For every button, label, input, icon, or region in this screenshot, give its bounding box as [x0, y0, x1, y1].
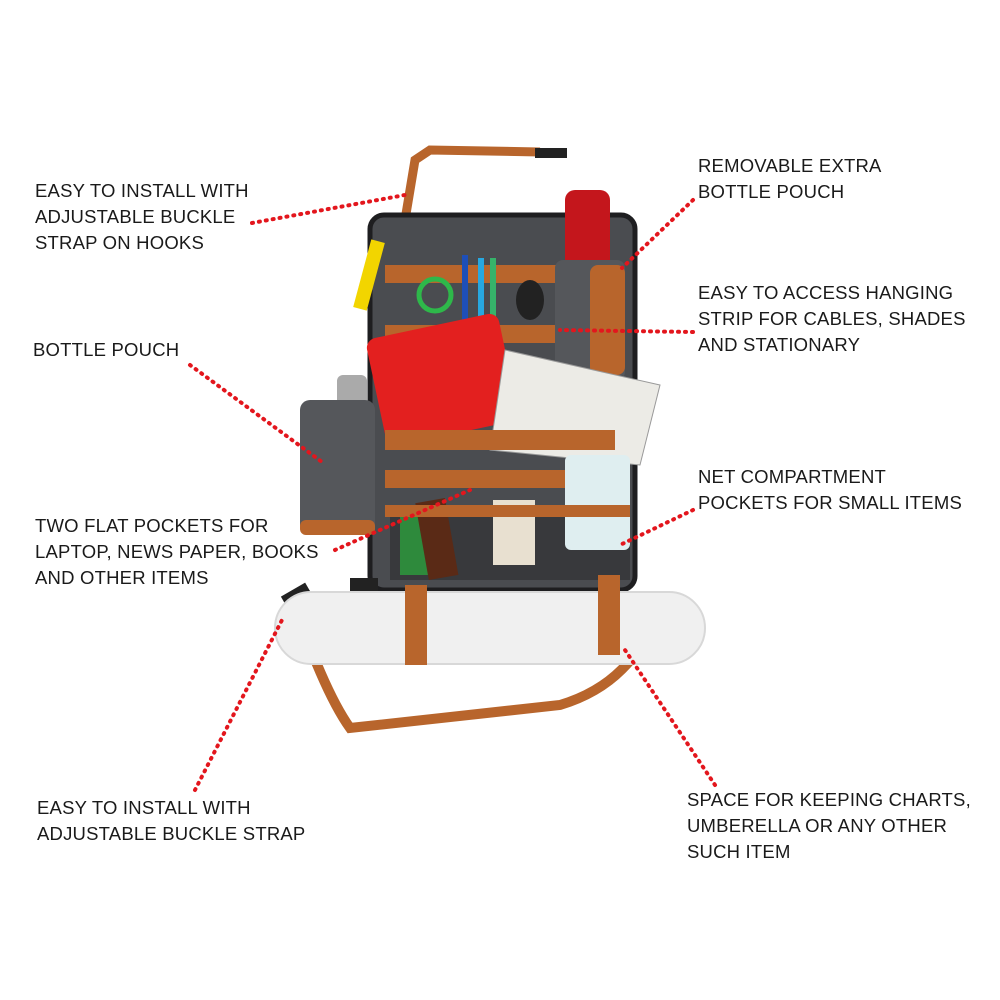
net-pocket-trim: [385, 505, 630, 517]
pouch-leather: [590, 265, 625, 375]
callout-line: BOTTLE POUCH: [33, 339, 180, 360]
pointer-line: [250, 193, 407, 225]
callout-line: SUCH ITEM: [687, 841, 791, 862]
callout-buckle-strap: EASY TO INSTALL WITH ADJUSTABLE BUCKLE S…: [37, 795, 305, 847]
callout-extra-bottle-pouch: REMOVABLE EXTRA BOTTLE POUCH: [698, 153, 882, 205]
flat-pocket: [385, 430, 615, 450]
callout-line: UMBERELLA OR ANY OTHER: [687, 815, 948, 836]
callout-net-compartment: NET COMPARTMENT POCKETS FOR SMALL ITEMS: [698, 464, 962, 516]
callout-bottle-pouch: BOTTLE POUCH: [33, 337, 179, 363]
pointer-line: [558, 328, 695, 334]
callout-line: EASY TO INSTALL WITH: [35, 180, 249, 201]
pointer-line: [193, 618, 284, 792]
callout-line: SPACE FOR KEEPING CHARTS,: [687, 789, 971, 810]
highlighter-icon: [353, 239, 385, 311]
callout-line: POCKETS FOR SMALL ITEMS: [698, 492, 962, 513]
pointer-line: [620, 198, 695, 270]
tube-strap: [405, 585, 427, 665]
bottle-pouch: [300, 400, 375, 535]
callout-line: LAPTOP, NEWS PAPER, BOOKS: [35, 541, 319, 562]
callout-hook-strap: EASY TO INSTALL WITH ADJUSTABLE BUCKLE S…: [35, 178, 249, 256]
pen-icon: [462, 255, 468, 320]
pen-icon: [478, 258, 484, 323]
callout-hanging-strip: EASY TO ACCESS HANGING STRIP FOR CABLES,…: [698, 280, 966, 358]
callout-line: STRAP ON HOOKS: [35, 232, 204, 253]
callout-line: EASY TO ACCESS HANGING: [698, 282, 954, 303]
tissue-pack-icon: [565, 455, 630, 550]
top-buckle-icon: [535, 148, 567, 158]
rolled-chart-tube: [274, 591, 706, 665]
callout-line: BOTTLE POUCH: [698, 181, 845, 202]
callout-line: AND STATIONARY: [698, 334, 861, 355]
callout-flat-pockets: TWO FLAT POCKETS FOR LAPTOP, NEWS PAPER,…: [35, 513, 319, 591]
pointer-line: [188, 363, 324, 464]
pointer-line: [623, 648, 717, 787]
callout-line: TWO FLAT POCKETS FOR: [35, 515, 269, 536]
cable-icon: [416, 276, 454, 314]
callout-line: ADJUSTABLE BUCKLE STRAP: [37, 823, 306, 844]
snack-bar-icon: [415, 498, 459, 581]
callout-line: REMOVABLE EXTRA: [698, 155, 882, 176]
callout-line: EASY TO INSTALL WITH: [37, 797, 251, 818]
top-hook-strap: [400, 145, 541, 221]
flat-pocket-lower: [385, 470, 570, 488]
callout-line: ADJUSTABLE BUCKLE: [35, 206, 236, 227]
laptop: [366, 313, 519, 446]
sunglasses-icon: [516, 280, 544, 320]
callout-chart-space: SPACE FOR KEEPING CHARTS, UMBERELLA OR A…: [687, 787, 971, 865]
pen-icon: [490, 258, 496, 323]
tube-strap: [598, 575, 620, 655]
callout-line: AND OTHER ITEMS: [35, 567, 209, 588]
pointer-line: [618, 508, 695, 547]
soda-bottle: [565, 190, 610, 280]
callout-line: STRIP FOR CABLES, SHADES: [698, 308, 966, 329]
callout-line: NET COMPARTMENT: [698, 466, 887, 487]
pouch-trim: [300, 520, 375, 535]
